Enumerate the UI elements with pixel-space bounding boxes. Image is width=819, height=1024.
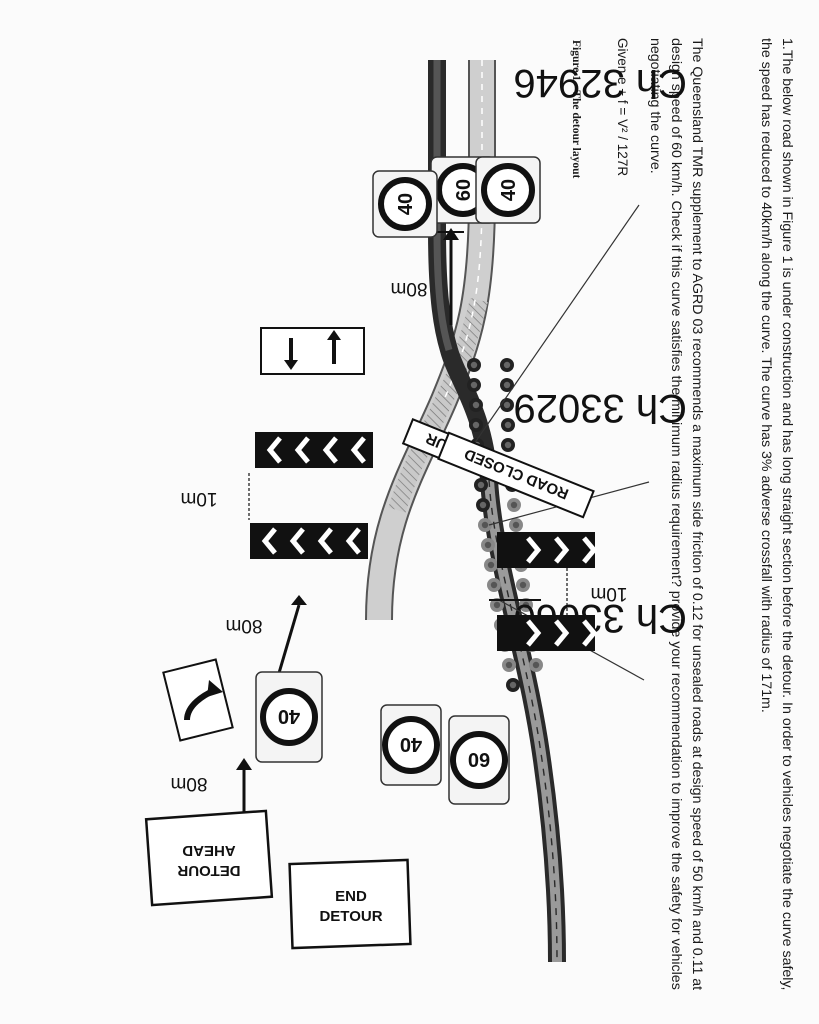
speed-sign-top-2-value: 40 xyxy=(498,179,520,201)
distance-label-chevron-upper: 10m xyxy=(181,488,218,509)
end-detour-sign: END DETOUR xyxy=(288,858,412,950)
speed-sign-bottom-1-value: 40 xyxy=(278,705,300,727)
dimension-top: 80m xyxy=(391,228,459,325)
speed-signs-top: 60 40 40 xyxy=(372,156,541,238)
detour-ahead-line2: AHEAD xyxy=(182,842,236,859)
two-way-sign xyxy=(260,327,365,375)
distance-label-chevron-lower: 10m xyxy=(591,583,628,604)
speed-signs-bottom: 40 40 60 xyxy=(255,671,510,805)
leader-line-1 xyxy=(473,204,640,445)
speed-sign-bottom-3-value: 60 xyxy=(468,748,490,770)
chainage-label-1: Ch 32946 xyxy=(514,61,687,105)
speed-sign-top-1-value: 60 xyxy=(453,179,475,201)
speed-sign-bottom-2-value: 40 xyxy=(400,733,422,755)
end-detour-line1: END xyxy=(335,888,367,905)
closed-road xyxy=(365,60,496,621)
distance-label-middle: 80m xyxy=(226,615,263,636)
chevron-boards: 10m 10m xyxy=(181,432,628,651)
curve-warning-sign xyxy=(162,658,234,742)
chainage-label-2: Ch 33029 xyxy=(514,386,687,430)
speed-sign-top-3-value: 40 xyxy=(395,193,417,215)
detour-ahead-sign: DETOUR AHEAD xyxy=(144,809,274,907)
distance-label-bottom: 80m xyxy=(171,773,208,794)
end-detour-line2: DETOUR xyxy=(319,908,382,925)
detour-ahead-line1: DETOUR xyxy=(177,862,240,879)
distance-label-top: 80m xyxy=(391,278,428,299)
